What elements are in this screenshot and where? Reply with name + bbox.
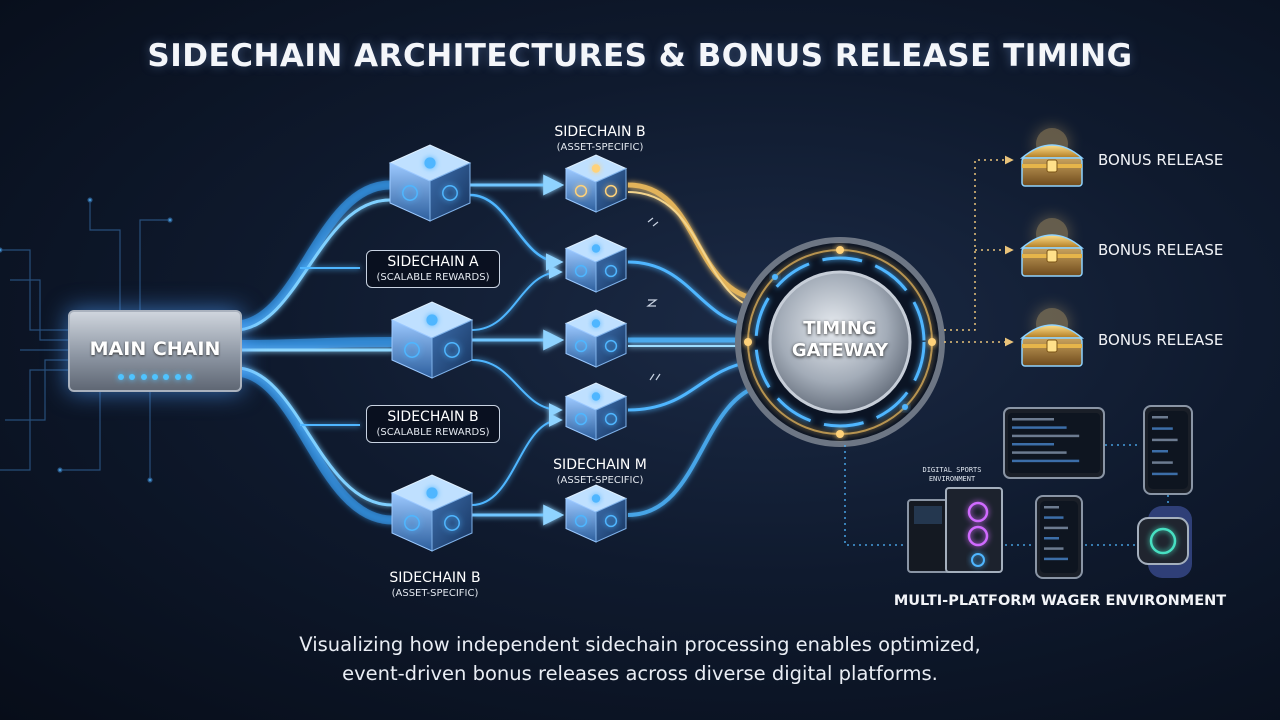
cube-icon-col1-bottom	[390, 474, 474, 552]
sidechain-m-type: (ASSET-SPECIFIC)	[556, 475, 644, 486]
tablet-icon	[1003, 407, 1105, 479]
flow-streams-main	[233, 180, 397, 525]
flow-streams-mid	[300, 174, 565, 526]
chest-icon-1	[1019, 128, 1085, 187]
environment-label: MULTI-PLATFORM WAGER ENVIRONMENT	[893, 593, 1227, 609]
gateway-label-line1: TIMING	[803, 318, 877, 339]
sidechain-a-type: (SCALABLE REWARDS)	[376, 272, 490, 283]
cube-icon-col2-3	[564, 309, 628, 368]
sidechain-b-mid-tag: SIDECHAIN B (SCALABLE REWARDS)	[366, 405, 500, 443]
circuit-decoration-left	[0, 197, 173, 483]
chest-icon-2	[1019, 218, 1085, 277]
cube-icon-col2-2	[564, 234, 628, 293]
gateway-label: TIMING GATEWAY	[770, 318, 910, 362]
device-caption-line1: DIGITAL SPORTS	[922, 466, 982, 474]
cube-icon-col1-mid	[390, 301, 474, 379]
phone-icon-right	[1143, 405, 1193, 495]
main-chain-label: MAIN CHAIN	[89, 338, 221, 360]
main-chain-block: MAIN CHAIN	[68, 310, 242, 392]
sidechain-m-name: SIDECHAIN M	[553, 457, 647, 473]
device-caption-line2: ENVIRONMENT	[928, 475, 976, 483]
smartwatch-icon	[1137, 506, 1192, 578]
sidechain-bottom-name: SIDECHAIN B	[389, 570, 481, 586]
main-chain-leds	[118, 374, 192, 380]
bonus-release-label-2: BONUS RELEASE	[1098, 241, 1224, 259]
sidechain-top-label: SIDECHAIN B (ASSET-SPECIFIC)	[520, 124, 680, 154]
chest-icon-3	[1019, 308, 1085, 367]
cube-icon-col2-1	[564, 154, 628, 213]
sidechain-top-name: SIDECHAIN B	[554, 124, 646, 140]
cube-icon-col2-5	[564, 484, 628, 543]
gateway-label-line2: GATEWAY	[791, 340, 889, 361]
device-cluster	[907, 405, 1193, 579]
flow-glyphs	[646, 217, 661, 381]
device-caption: DIGITAL SPORTS ENVIRONMENT	[912, 466, 992, 484]
phone-icon-center	[1035, 495, 1083, 579]
flow-streams-gateway	[627, 182, 763, 517]
sidechain-b-mid-name: SIDECHAIN B	[387, 409, 479, 425]
bonus-connectors	[944, 155, 1014, 347]
timing-gateway	[735, 237, 945, 447]
sidechain-top-type: (ASSET-SPECIFIC)	[556, 142, 644, 153]
diagram-caption: Visualizing how independent sidechain pr…	[140, 630, 1140, 688]
sidechain-b-mid-type: (SCALABLE REWARDS)	[376, 427, 490, 438]
cube-icon-col1-top	[388, 144, 472, 222]
sidechain-bottom-label: SIDECHAIN B (ASSET-SPECIFIC)	[355, 570, 515, 600]
sidechain-a-name: SIDECHAIN A	[387, 254, 479, 270]
caption-line-1: Visualizing how independent sidechain pr…	[299, 633, 981, 656]
diagram-title: SIDECHAIN ARCHITECTURES & BONUS RELEASE …	[147, 38, 1133, 74]
caption-line-2: event-driven bonus releases across diver…	[342, 662, 938, 685]
sidechain-bottom-type: (ASSET-SPECIFIC)	[391, 588, 479, 599]
desktop-pc-icon	[907, 487, 1003, 573]
sidechain-m-label: SIDECHAIN M (ASSET-SPECIFIC)	[520, 457, 680, 487]
sidechain-a-tag: SIDECHAIN A (SCALABLE REWARDS)	[366, 250, 500, 288]
bonus-release-label-3: BONUS RELEASE	[1098, 331, 1224, 349]
bonus-release-label-1: BONUS RELEASE	[1098, 151, 1224, 169]
cube-icon-col2-4	[564, 382, 628, 441]
